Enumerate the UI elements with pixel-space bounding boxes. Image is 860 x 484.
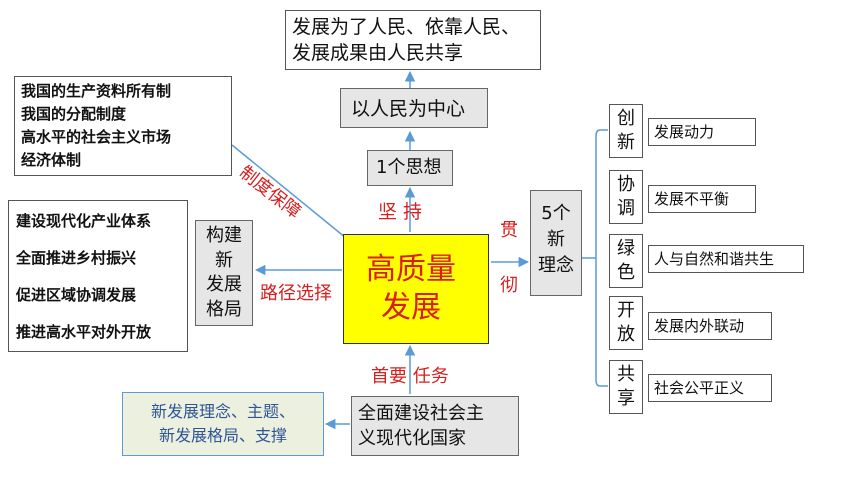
task-label: 首要 任务 xyxy=(371,366,449,387)
concept-green-name: 绿 色 xyxy=(617,238,635,283)
people-center-box: 以人民为中心 xyxy=(340,88,488,128)
concept-coordination-name-box: 协 调 xyxy=(609,170,643,224)
concept-innovation-name: 创 新 xyxy=(617,108,635,153)
five-concepts-text: 5个 新 理念 xyxy=(538,203,574,276)
concept-openness-name: 开 放 xyxy=(617,300,635,345)
concept-innovation-desc: 发展动力 xyxy=(654,123,715,141)
concept-sharing-desc: 社会公平正义 xyxy=(654,379,745,397)
path-item-1: 建设现代化产业体系 xyxy=(16,212,152,230)
path-item-4: 推进高水平对外开放 xyxy=(16,323,152,341)
center-text: 高质量 发展 xyxy=(366,252,456,325)
concept-openness-desc: 发展内外联动 xyxy=(654,317,745,335)
path-item-3: 促进区域协调发展 xyxy=(16,286,137,304)
concept-innovation-name-box: 创 新 xyxy=(609,104,643,158)
note-box: 新发展理念、主题、 新发展格局、支撑 xyxy=(122,392,324,456)
path-item-2: 全面推进乡村振兴 xyxy=(16,249,137,267)
concept-coordination-name: 协 调 xyxy=(617,174,635,219)
concept-openness-desc-box: 发展内外联动 xyxy=(648,312,772,340)
build-pattern-text: 构建 新 发展 格局 xyxy=(206,225,242,320)
concept-coordination-desc-box: 发展不平衡 xyxy=(648,185,756,213)
people-center-text: 以人民为中心 xyxy=(351,98,466,120)
system-box: 我国的生产资料所有制 我国的分配制度 高水平的社会主义市场 经济体制 xyxy=(14,76,232,176)
concept-openness-name-box: 开 放 xyxy=(609,296,643,350)
note-text: 新发展理念、主题、 新发展格局、支撑 xyxy=(150,402,295,445)
implement-label-bottom: 彻 xyxy=(500,275,518,296)
top-goal-text: 发展为了人民、依靠人民、 发展成果由人民共享 xyxy=(292,16,521,64)
one-thought-box: 1个思想 xyxy=(367,150,453,186)
top-goal-box: 发展为了人民、依靠人民、 发展成果由人民共享 xyxy=(285,10,541,70)
adhere-label: 坚 持 xyxy=(378,201,423,223)
path-label: 路径选择 xyxy=(260,283,332,304)
concept-green-name-box: 绿 色 xyxy=(609,234,643,288)
nation-text: 全面建设社会主 义现代化国家 xyxy=(358,403,484,449)
concept-sharing-name: 共 享 xyxy=(617,364,635,409)
implement-label-top: 贯 xyxy=(500,220,518,241)
bracket-concepts xyxy=(595,129,608,387)
center-box: 高质量 发展 xyxy=(343,234,489,344)
five-concepts-box: 5个 新 理念 xyxy=(530,190,582,296)
system-text: 我国的生产资料所有制 我国的分配制度 高水平的社会主义市场 经济体制 xyxy=(21,82,172,169)
concept-green-desc: 人与自然和谐共生 xyxy=(654,250,775,268)
one-thought-text: 1个思想 xyxy=(376,157,442,178)
concept-coordination-desc: 发展不平衡 xyxy=(654,190,730,208)
line-system-to-center xyxy=(231,144,347,239)
path-items-box: 建设现代化产业体系 全面推进乡村振兴 促进区域协调发展 推进高水平对外开放 xyxy=(8,200,188,352)
concept-innovation-desc-box: 发展动力 xyxy=(648,118,756,146)
build-pattern-box: 构建 新 发展 格局 xyxy=(195,220,253,326)
concept-sharing-desc-box: 社会公平正义 xyxy=(648,374,772,402)
nation-box: 全面建设社会主 义现代化国家 xyxy=(351,396,519,456)
concept-sharing-name-box: 共 享 xyxy=(609,360,643,414)
concept-green-desc-box: 人与自然和谐共生 xyxy=(648,245,804,273)
